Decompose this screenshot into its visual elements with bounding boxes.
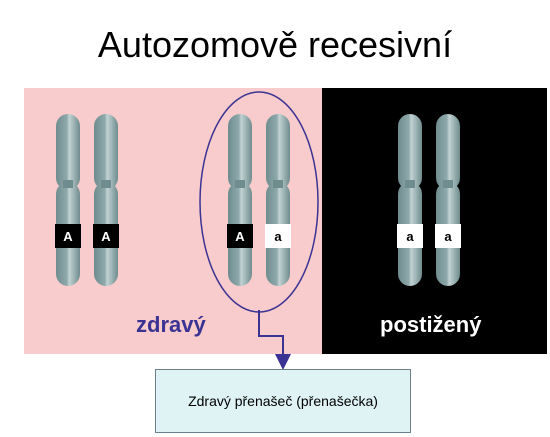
allele-band xyxy=(227,224,253,248)
carrier-box-text: Zdravý přenašeč (přenašečka) xyxy=(188,393,378,409)
chromosome-upper-arm xyxy=(56,114,80,190)
allele-label: a xyxy=(406,229,414,244)
allele-band xyxy=(265,224,291,248)
allele-label: A xyxy=(101,229,111,244)
carrier-arrow xyxy=(258,310,291,370)
allele-band xyxy=(55,224,81,248)
allele-band xyxy=(397,224,423,248)
allele-label: A xyxy=(235,229,245,244)
centromere xyxy=(273,180,283,188)
allele-label: A xyxy=(63,229,73,244)
centromere xyxy=(63,180,73,188)
chromosome-upper-arm xyxy=(94,114,118,190)
chromosome-upper-arm xyxy=(436,114,460,190)
chromosome-upper-arm xyxy=(266,114,290,190)
carrier-highlight-ellipse xyxy=(199,91,319,313)
page-title: Autozomově recesivní xyxy=(97,24,453,65)
allele-label: a xyxy=(444,229,452,244)
allele-band xyxy=(93,224,119,248)
healthy-label: zdravý xyxy=(136,312,206,337)
centromere xyxy=(443,180,453,188)
centromere xyxy=(405,180,415,188)
centromere xyxy=(101,180,111,188)
chromosome-upper-arm xyxy=(228,114,252,190)
centromere xyxy=(235,180,245,188)
chromosome-upper-arm xyxy=(398,114,422,190)
affected-label: postižený xyxy=(380,312,482,337)
allele-label: a xyxy=(274,229,282,244)
affected-panel xyxy=(322,88,547,354)
carrier-box: Zdravý přenašeč (přenašečka) xyxy=(155,369,411,433)
allele-band xyxy=(435,224,461,248)
